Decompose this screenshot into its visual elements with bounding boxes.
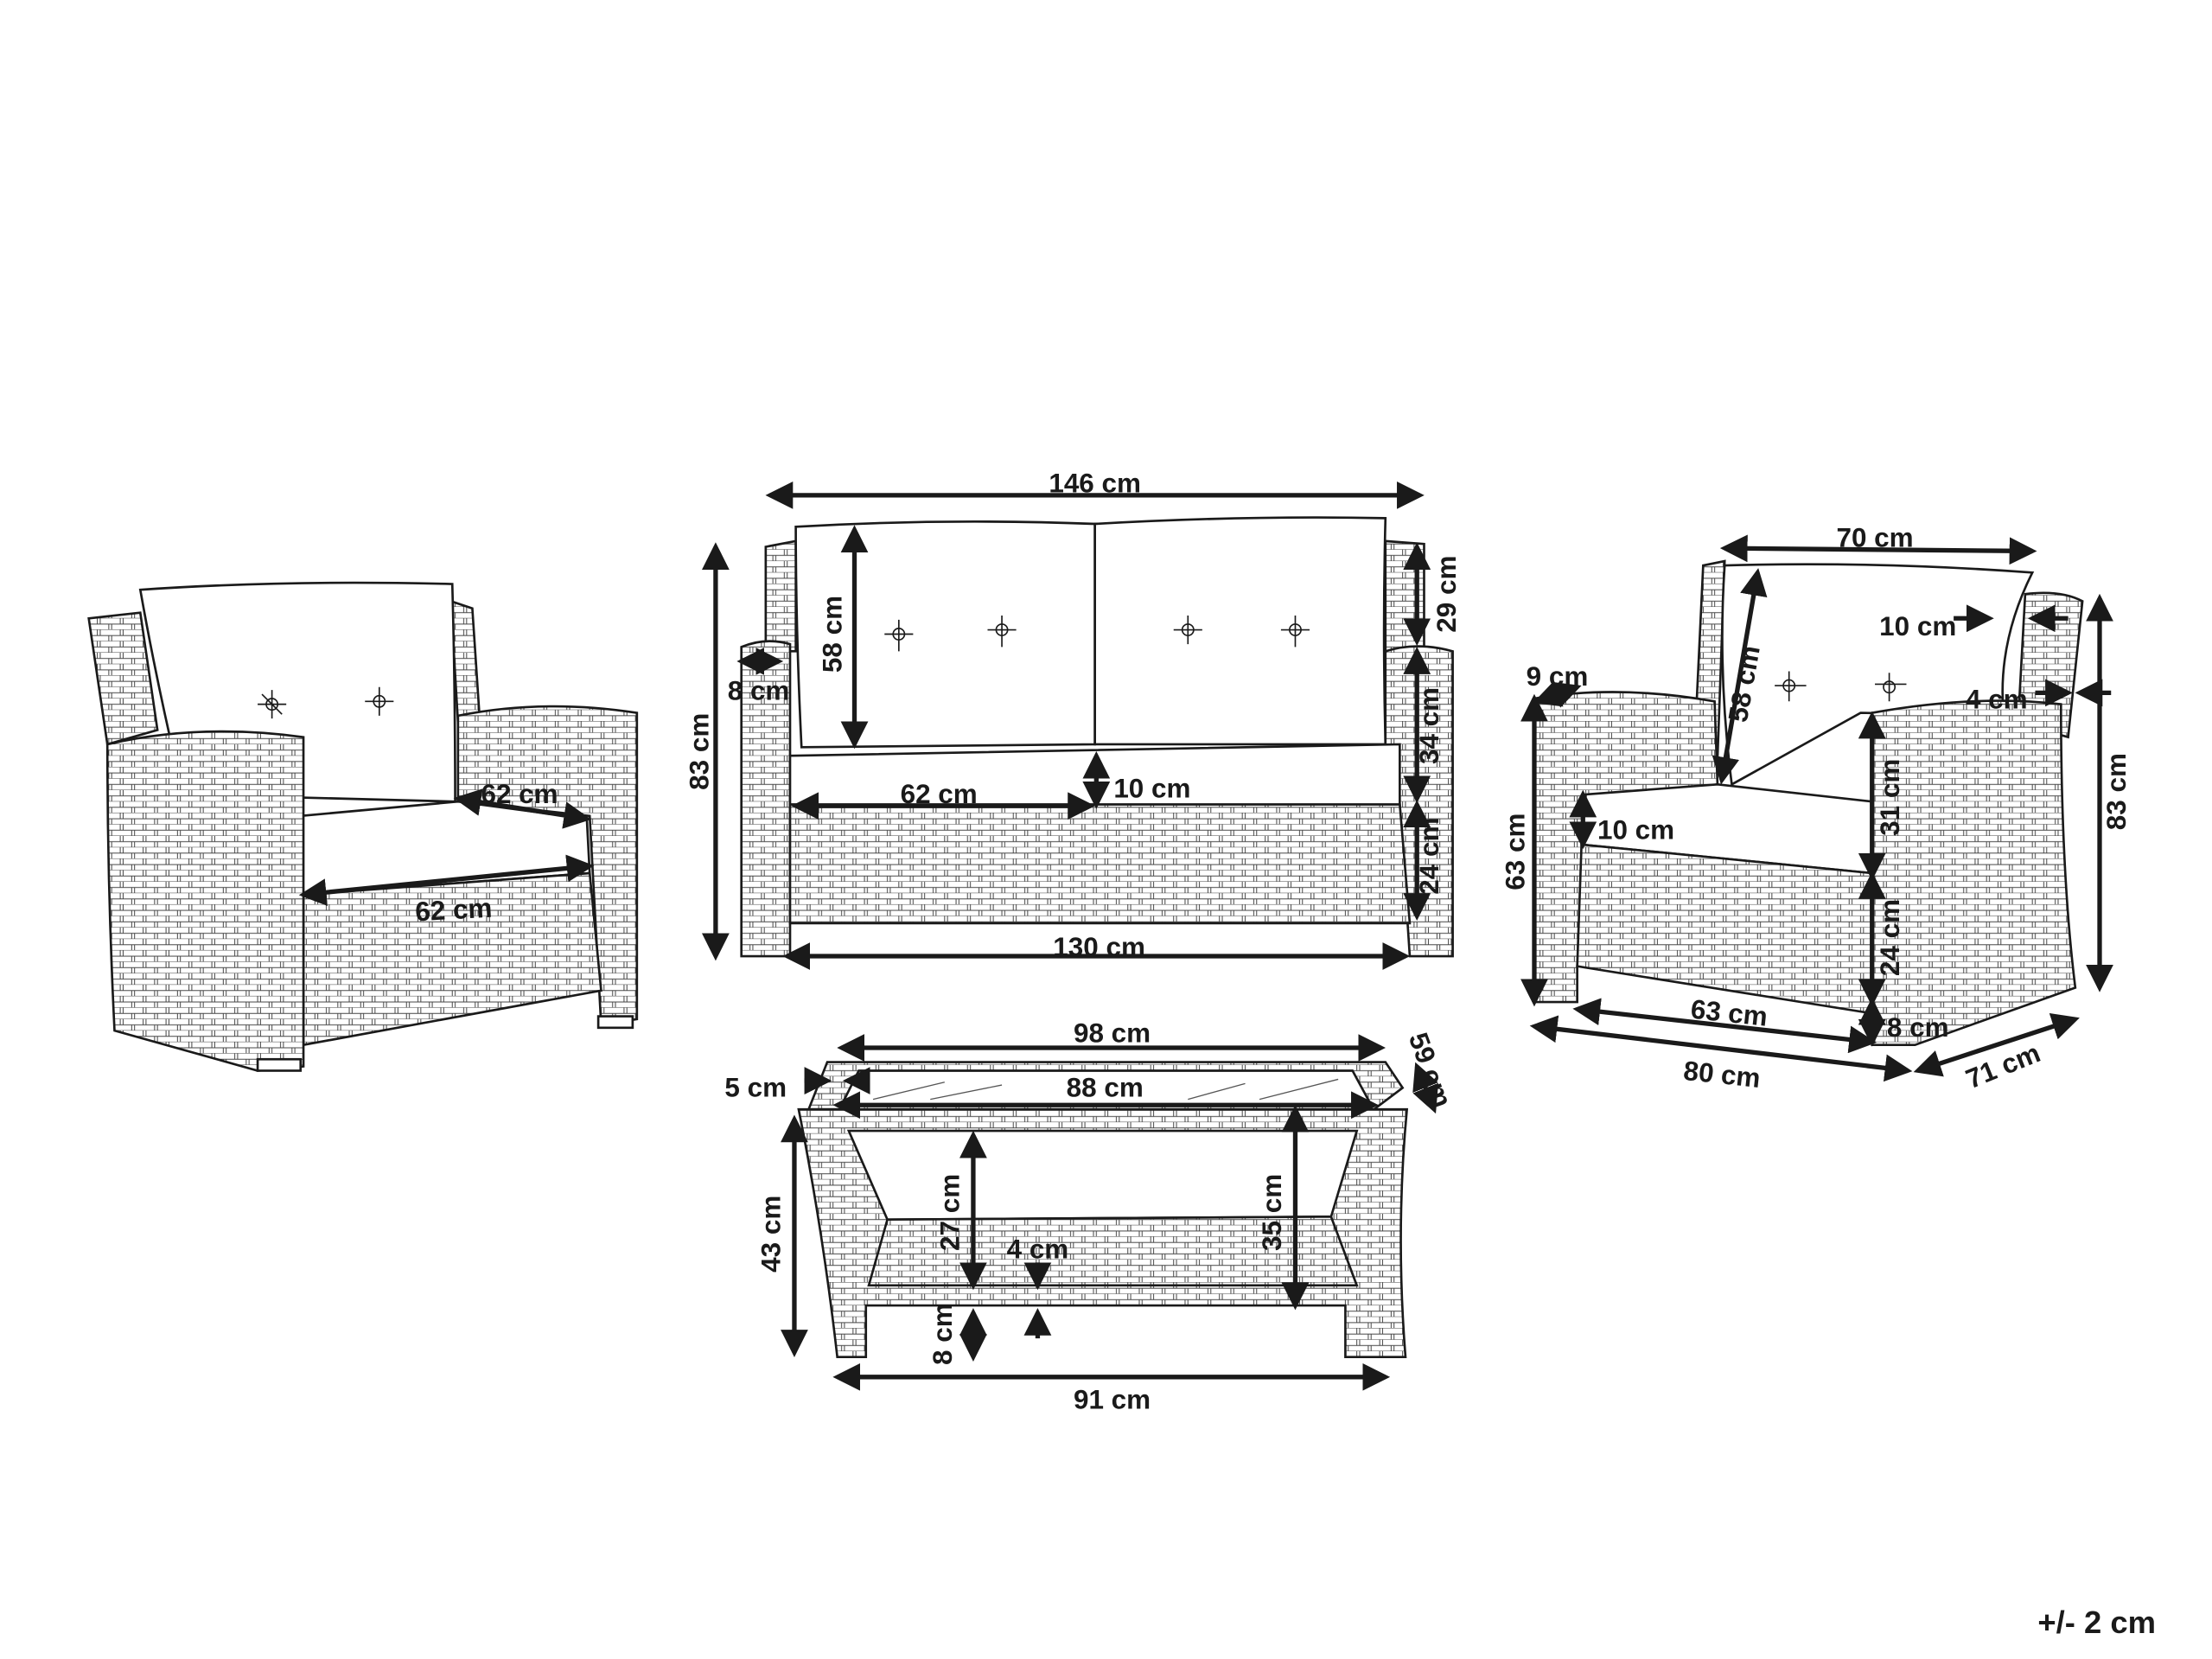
sofa-arm-width-label: 8 cm	[728, 676, 790, 706]
armchair-left-seat-depth-label: 62 cm	[481, 779, 558, 809]
table-frame-width-label: 5 cm	[724, 1072, 787, 1102]
sofa-width-label: 146 cm	[1049, 469, 1141, 499]
armchair-right-right-arm	[1871, 699, 2077, 1047]
armchair-right-inner-width-label: 63 cm	[1689, 994, 1769, 1032]
coffee-table	[797, 1061, 1409, 1358]
dimension-labels: 62 cm 62 cm 146 cm 83 cm 8 cm 58 cm 29 cm 34 cm…	[414, 469, 2131, 1415]
armchair-right-depth-label: 71 cm	[1961, 1037, 2044, 1094]
tolerance-note: +/- 2 cm	[2037, 1605, 2156, 1640]
armchair-right-base-height-label: 24 cm	[1875, 899, 1905, 976]
table-depth-label: 59 cm	[1403, 1029, 1457, 1112]
table-top-to-bottom-label: 35 cm	[1257, 1174, 1287, 1251]
sofa-back-cushion-height-label: 58 cm	[818, 596, 848, 673]
armchair-left-left-arm	[105, 730, 305, 1072]
table-depth-arrow	[1412, 1062, 1438, 1114]
armchair-left-seat-width-label: 62 cm	[414, 893, 493, 928]
table-shelf-clearance-label: 27 cm	[934, 1174, 965, 1251]
armchair-right-back-width-arrow	[1719, 534, 2037, 565]
sofa-base	[788, 803, 1412, 925]
armchair-right-back-width-label: 70 cm	[1836, 523, 1913, 553]
button-tuft-icon	[884, 615, 1310, 652]
table-height-label: 43 cm	[755, 1196, 786, 1273]
armchair-right-arm-above-seat-label: 31 cm	[1875, 759, 1905, 836]
table-width-top-label: 98 cm	[1074, 1018, 1151, 1048]
armchair-left-back-frame	[87, 611, 159, 746]
armchair-right-height-label: 83 cm	[2101, 753, 2132, 830]
sofa-inner-width-label: 130 cm	[1053, 932, 1145, 962]
leg	[256, 1057, 303, 1072]
button-tuft-icon	[1775, 671, 1907, 702]
sofa-arm-above-seat-label: 34 cm	[1414, 687, 1444, 764]
armchair-right-seat-cushion-thickness-label: 10 cm	[1597, 814, 1674, 845]
sofa-seat-cushion-width-label: 62 cm	[901, 779, 978, 809]
armchair-right-back-cushion-thickness-label: 10 cm	[1879, 611, 1956, 641]
table-shelf-thickness-label: 4 cm	[1007, 1234, 1069, 1264]
sofa	[740, 516, 1454, 958]
sofa-back-cushion-right	[1093, 516, 1387, 746]
button-tuft-icon	[258, 686, 394, 719]
table-shelf	[867, 1216, 1359, 1287]
table-leg-height-label: 8 cm	[928, 1303, 958, 1365]
sofa-back-left-post	[764, 539, 797, 653]
dimension-arrows	[298, 481, 2113, 1391]
armchair-left-seat-width-arrow	[298, 854, 595, 907]
armchair-right-base	[1576, 843, 1874, 1015]
sofa-height-label: 83 cm	[685, 713, 715, 790]
armchair-right-leg-height-label: 8 cm	[1887, 1012, 1949, 1043]
armchair-right-back-cushion-height-arrow	[1712, 568, 1768, 785]
armchair-right-arm-width-label: 9 cm	[1527, 661, 1589, 692]
armchair-left-seat-depth-arrow	[453, 788, 592, 829]
armchair-right-depth-arrow	[1913, 1013, 2080, 1077]
table-width-bottom-label: 91 cm	[1074, 1384, 1151, 1414]
armchair-right-arm-height-label: 63 cm	[1500, 814, 1530, 890]
armchair-right-width-label: 80 cm	[1682, 1056, 1762, 1094]
leg	[596, 1015, 634, 1030]
sofa-seat-height-base-label: 24 cm	[1414, 818, 1444, 895]
armchair-right-back-offset-label: 4 cm	[1966, 685, 2028, 715]
armchair-right-width-arrow	[1529, 1015, 1913, 1082]
armchair-right	[1533, 559, 2084, 1047]
table-glass-width-label: 88 cm	[1067, 1072, 1144, 1102]
armchair-left	[87, 581, 639, 1072]
sofa-seat-cushion-thickness-label: 10 cm	[1113, 773, 1190, 803]
sofa-back-above-cushion-label: 29 cm	[1431, 556, 1462, 633]
